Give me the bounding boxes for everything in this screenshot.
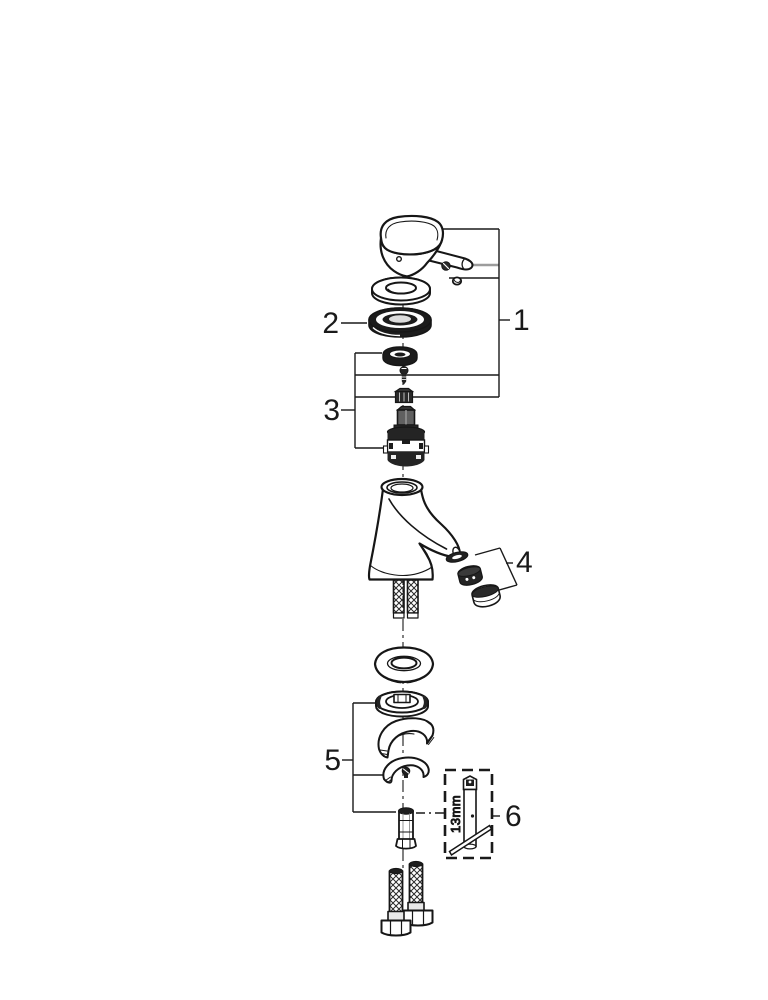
wrench-t-bar (448, 824, 493, 857)
handle-set-screw-icon (441, 261, 451, 271)
supply-hoses (380, 860, 434, 937)
handle-knob-top (379, 214, 445, 256)
handle-assembly (371, 214, 474, 306)
aerator-washer (445, 551, 469, 563)
supply-hose-right (402, 860, 434, 927)
callout-3-bracket (341, 352, 386, 449)
callout-4-label: 4 (516, 546, 533, 579)
handle-screw-hole (396, 256, 403, 263)
tool-size-label: 13mm (448, 795, 463, 833)
callout-5-bracket (342, 702, 396, 813)
threaded-stud (395, 807, 417, 850)
handle-escutcheon-ring (371, 276, 431, 306)
callout-5-label: 5 (324, 744, 341, 777)
cartridge-screw (399, 366, 409, 385)
callout-3-label: 3 (323, 394, 340, 427)
handle-plug (451, 276, 463, 286)
base-escutcheon-plate (373, 646, 435, 684)
socket-wrench-icon (448, 775, 493, 857)
supply-hose-left (380, 867, 412, 937)
callout-1-label: 1 (513, 304, 530, 337)
aerator-parts (445, 551, 501, 608)
callout-6-label: 6 (505, 800, 522, 833)
mounting-clamp (382, 756, 430, 784)
faucet-body (367, 477, 461, 619)
cartridge (382, 405, 430, 467)
callout-labels: 1 2 3 4 5 6 (322, 304, 532, 833)
tool-box-outline (443, 768, 494, 860)
cartridge-adapter-nut (393, 387, 415, 404)
cartridge-kit (382, 346, 430, 467)
aerator-insert (457, 565, 483, 586)
aerator-housing (471, 584, 501, 608)
tool-box: 13mm (443, 768, 494, 860)
callout-2-label: 2 (322, 307, 339, 340)
mounting-ring (368, 307, 432, 338)
mounting-wedge (377, 717, 435, 759)
threaded-shank (392, 579, 419, 619)
base-gasket (375, 690, 429, 718)
mounting-set (373, 646, 435, 850)
cartridge-seal-ring (382, 346, 418, 367)
